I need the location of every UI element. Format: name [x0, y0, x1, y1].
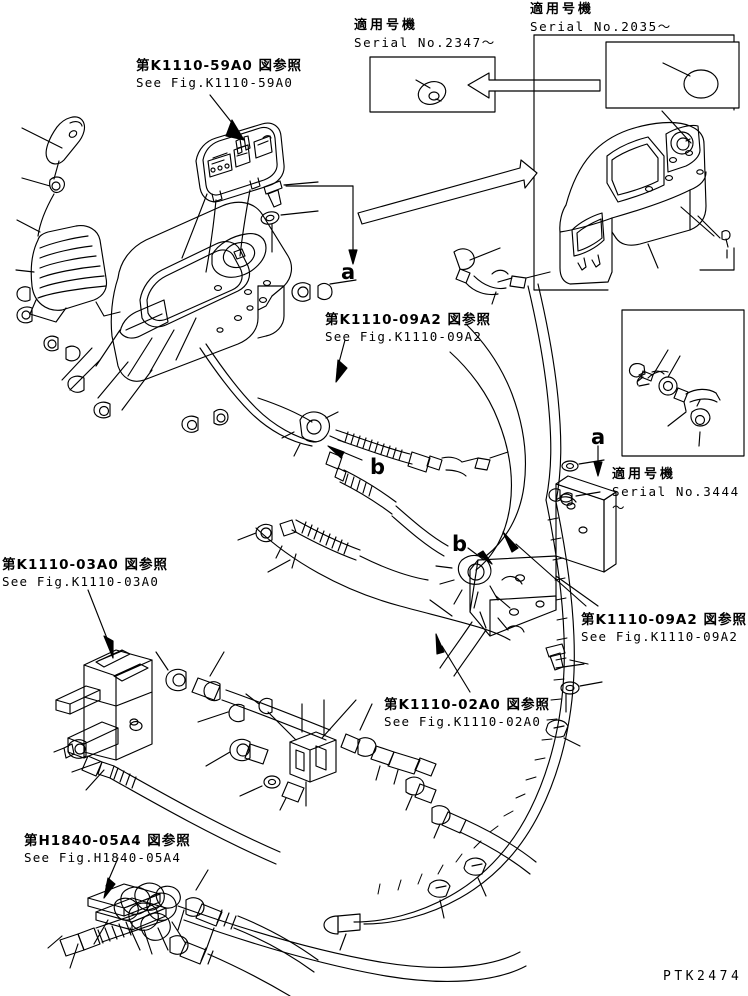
ref-label-en: See Fig.K1110-09A2: [325, 329, 483, 345]
left-console-body: [95, 201, 293, 382]
wiring-harness-and-hoses: [199, 247, 562, 641]
ref-k1110-02a0: 第K1110-02A0 図参照 See Fig.K1110-02A0: [384, 697, 550, 730]
hose-manifold-assembly: [47, 869, 527, 996]
serial-note-2035: 適用号機 Serial No.2035～: [530, 2, 672, 35]
center-piping-row: [155, 651, 537, 875]
ref-k1110-09a2-lower: 第K1110-09A2 図参照 See Fig.K1110-09A2: [581, 612, 747, 645]
switch-panel-assembly: [181, 122, 285, 273]
ref-label-jp: 第K1110-02A0 図参照: [384, 697, 550, 713]
serial-label-jp: 適用号機: [612, 467, 677, 482]
drawing-number: PTK2474: [663, 969, 743, 984]
inset-box-knob-detail: [605, 41, 740, 109]
mark-a-upper: a: [341, 260, 356, 284]
serial-note-3444: 適用号機 Serial No.3444～: [612, 467, 748, 516]
ref-label-jp: 第K1110-09A2 図参照: [581, 612, 747, 628]
ref-label-jp: 第K1110-03A0 図参照: [2, 557, 168, 573]
transfer-arrow-right-upper: [357, 159, 538, 225]
serial-label-jp: 適用号機: [354, 18, 419, 33]
mark-b-lower: b: [452, 532, 468, 556]
ref-k1110-09a2-upper: 第K1110-09A2 図参照 See Fig.K1110-09A2: [325, 312, 491, 345]
serial-label-en: Serial No.3444～: [612, 483, 740, 515]
ref-label-en: See Fig.K1110-09A2: [581, 629, 739, 645]
right-console-assembly: [559, 110, 731, 285]
serial-label-jp: 適用号機: [530, 2, 595, 17]
ref-label-jp: 第H1840-05A4 図参照: [24, 833, 191, 849]
ref-label-en: See Fig.K1110-03A0: [2, 574, 160, 590]
ref-label-en: See Fig.K1110-59A0: [136, 75, 294, 91]
ref-label-jp: 第K1110-09A2 図参照: [325, 312, 491, 328]
joystick-lever-assembly: [15, 116, 229, 433]
serial-label-en: Serial No.2347～: [354, 34, 496, 50]
mark-b-upper: b: [370, 455, 386, 479]
ref-label-jp: 第K1110-59A0 図参照: [136, 58, 302, 74]
inset-box-joint-detail: [621, 309, 745, 457]
serial-note-2347: 適用号機 Serial No.2347～: [354, 18, 496, 51]
ref-k1110-59a0: 第K1110-59A0 図参照 See Fig.K1110-59A0: [136, 58, 302, 91]
mounting-bracket-plate: [435, 475, 617, 713]
mark-a-right: a: [591, 425, 606, 449]
ref-k1110-03a0: 第K1110-03A0 図参照 See Fig.K1110-03A0: [2, 557, 168, 590]
ref-label-en: See Fig.H1840-05A4: [24, 850, 182, 866]
ref-label-en: See Fig.K1110-02A0: [384, 714, 542, 730]
ref-h1840-05a4: 第H1840-05A4 図参照 See Fig.H1840-05A4: [24, 833, 191, 866]
console-bolt-washer: [260, 180, 357, 302]
serial-label-en: Serial No.2035～: [530, 18, 672, 34]
corrugated-hose-right: [323, 459, 605, 951]
valve-block-assembly: [53, 649, 281, 865]
leader-lines: [87, 94, 603, 899]
